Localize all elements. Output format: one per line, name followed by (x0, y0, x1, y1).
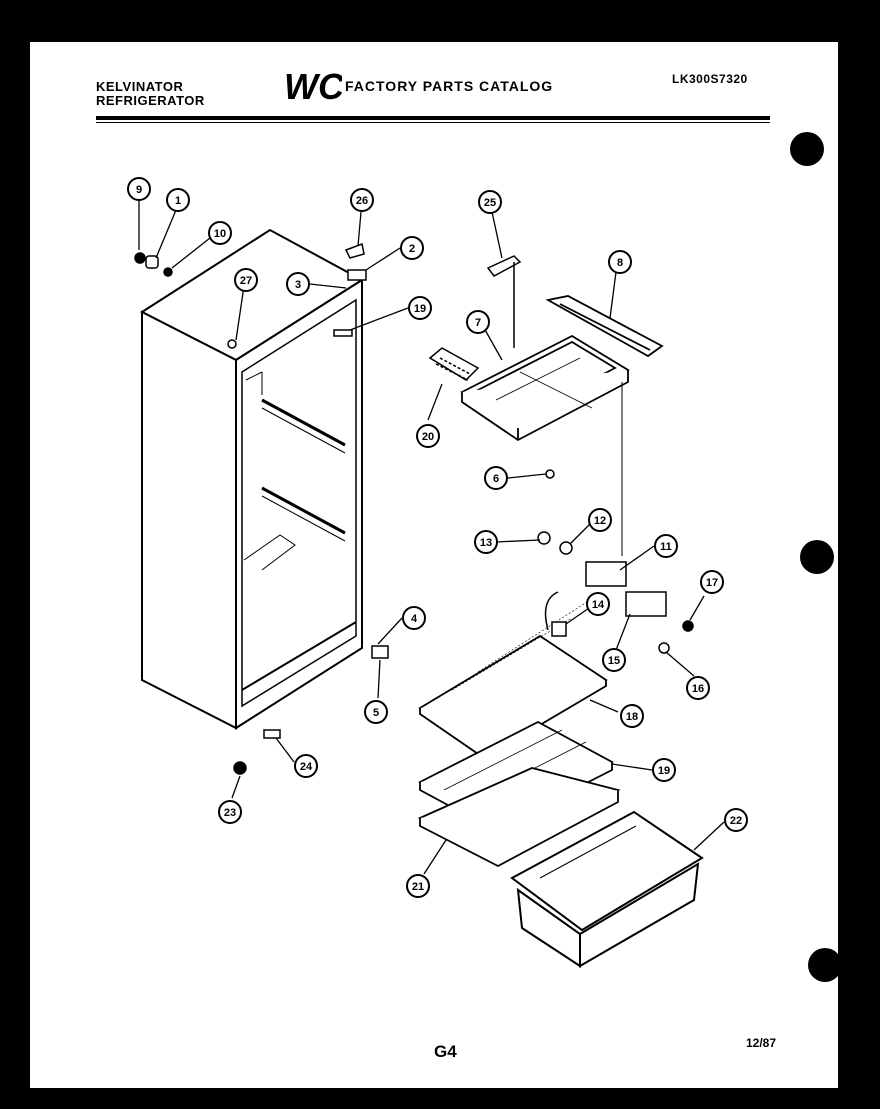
callout-number: 7 (475, 317, 481, 329)
brand-line-1: KELVINATOR (96, 79, 184, 94)
callout-balloon (294, 754, 318, 778)
callout-number: 12 (594, 515, 606, 527)
leader-lines (138, 198, 725, 875)
callout-balloon (400, 236, 424, 260)
callout-number: 15 (608, 655, 620, 667)
callout-number: 13 (480, 537, 492, 549)
callout-balloon (588, 508, 612, 532)
catalog-title: FACTORY PARTS CATALOG (345, 78, 554, 94)
callout-balloon (602, 648, 626, 672)
header-rule (96, 116, 770, 120)
crisper-drawer (510, 810, 704, 968)
callout-balloon (286, 272, 310, 296)
callout-number: 22 (730, 815, 742, 827)
callout-balloon (654, 534, 678, 558)
callout-number: 18 (626, 711, 638, 723)
callout-balloon (608, 250, 632, 274)
crisper-cover (417, 767, 621, 868)
callout-number: 16 (692, 683, 704, 695)
wci-logo: WCI (284, 66, 342, 106)
callout-number: 5 (373, 707, 379, 719)
callout-number: 19 (414, 303, 426, 315)
callout-balloon (350, 188, 374, 212)
callout-number: 26 (356, 195, 368, 207)
callout-number: 24 (300, 761, 313, 773)
freezer-tray (460, 334, 630, 442)
callout-number: 27 (240, 275, 252, 287)
callout-balloon (478, 190, 502, 214)
callout-number: 4 (411, 613, 418, 625)
callout-balloon (218, 800, 242, 824)
callout-number: 20 (422, 431, 434, 443)
callout-number: 8 (617, 257, 623, 269)
revision-date: 12/87 (746, 1036, 777, 1050)
callout-number: 19 (658, 765, 670, 777)
callout-number: 6 (493, 473, 499, 485)
tray-clip (486, 255, 522, 348)
callout-balloon (208, 221, 232, 245)
small-parts (134, 242, 694, 775)
callout-number: 25 (484, 197, 496, 209)
callout-number: 17 (706, 577, 718, 589)
callout-balloon (620, 704, 644, 728)
callout-balloon (406, 874, 430, 898)
callout-balloon (484, 466, 508, 490)
binder-hole-top (790, 132, 824, 166)
callout-balloon (686, 676, 710, 700)
ice-tray (428, 347, 480, 381)
callout-balloon (364, 700, 388, 724)
callout-balloon (652, 758, 676, 782)
callout-number: 14 (592, 599, 605, 611)
callout-number: 10 (214, 228, 226, 240)
callout-balloon (466, 310, 490, 334)
cabinet (139, 228, 364, 730)
callout-number: 2 (409, 243, 415, 255)
callout-balloon (724, 808, 748, 832)
callout-balloon (127, 177, 151, 201)
callout-balloon (234, 268, 258, 292)
brand-block: KELVINATOR REFRIGERATOR (96, 80, 205, 108)
brand-line-2: REFRIGERATOR (96, 93, 205, 108)
callout-number: 9 (136, 184, 142, 196)
callout-balloon (416, 424, 440, 448)
page-number: G4 (434, 1042, 457, 1061)
header-rule-thin (96, 122, 770, 123)
catalog-sheet: KELVINATOR REFRIGERATOR WCI FACTORY PART… (30, 42, 838, 1088)
tray-rail (545, 295, 664, 358)
exploded-parts-diagram: 9110272623192587206131211171415164518192… (127, 177, 748, 968)
callout-number: 1 (175, 195, 181, 207)
binder-hole-bottom (808, 948, 842, 982)
callout-number: 23 (224, 807, 236, 819)
callout-number: 11 (660, 541, 672, 553)
binder-hole-middle (800, 540, 834, 574)
glass-shelf (418, 599, 608, 760)
catalog-code: LK300S7320 (672, 72, 748, 86)
callout-balloon (402, 606, 426, 630)
callout-number: 3 (295, 279, 301, 291)
callout-balloon (408, 296, 432, 320)
callout-balloon (166, 188, 190, 212)
callout-number: 21 (412, 881, 424, 893)
logo-text: WCI (284, 66, 342, 106)
callout-balloon (586, 592, 610, 616)
callout-balloon (474, 530, 498, 554)
callout-balloon (700, 570, 724, 594)
